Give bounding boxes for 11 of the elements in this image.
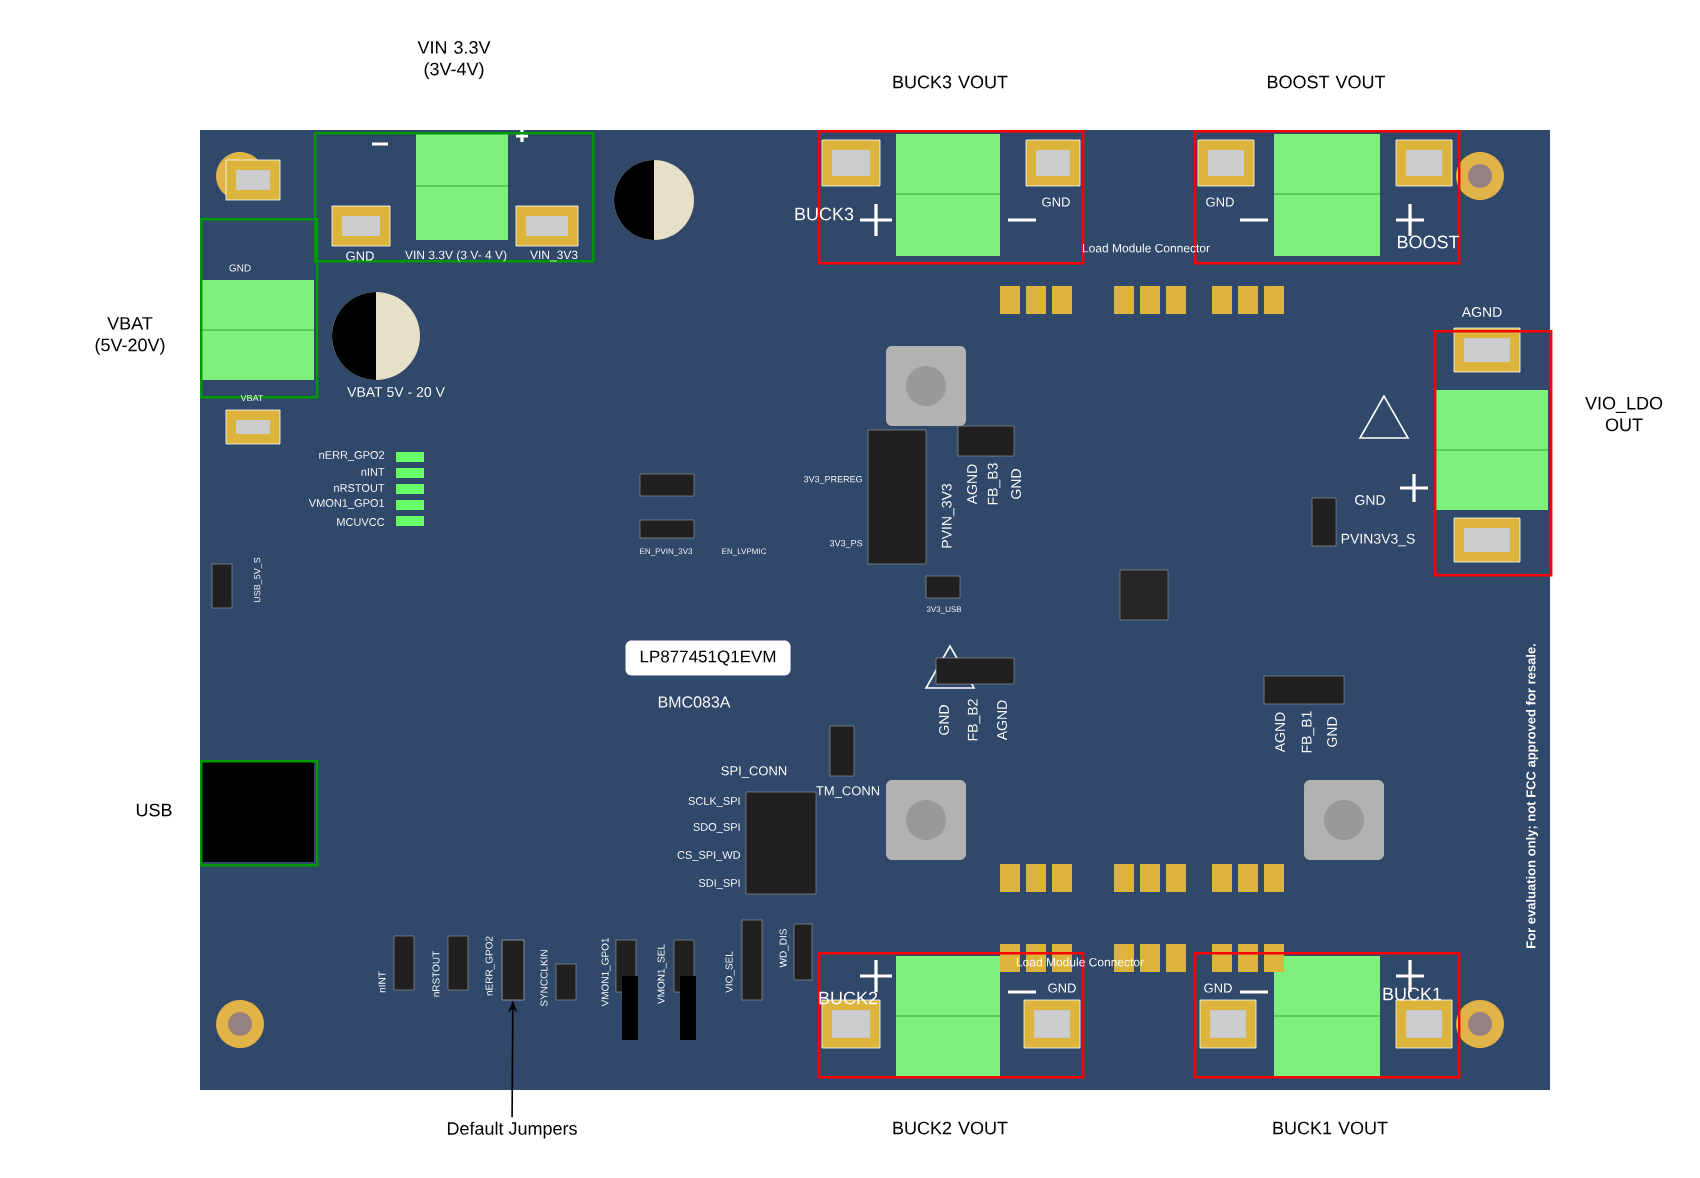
callout-label: BUCK3 VOUT xyxy=(893,75,1008,89)
callout-label: BOOST VOUT xyxy=(1268,75,1386,89)
callout-label: BUCK1 VOUT xyxy=(1273,1121,1388,1135)
silkscreen-label: BUCK1 xyxy=(1383,987,1442,1001)
callout-label: VBAT (5V-20V) xyxy=(95,317,165,355)
callout-label: USB xyxy=(136,803,172,817)
callout-label: VIN 3.3V (3V-4V) xyxy=(417,41,491,79)
callout-label: VIO_LDO OUT xyxy=(1585,396,1663,432)
callout-label: BUCK2 VOUT xyxy=(893,1121,1008,1135)
node-text: Default Jumpers xyxy=(447,1121,577,1139)
silkscreen-label: BMC083A xyxy=(658,696,731,708)
